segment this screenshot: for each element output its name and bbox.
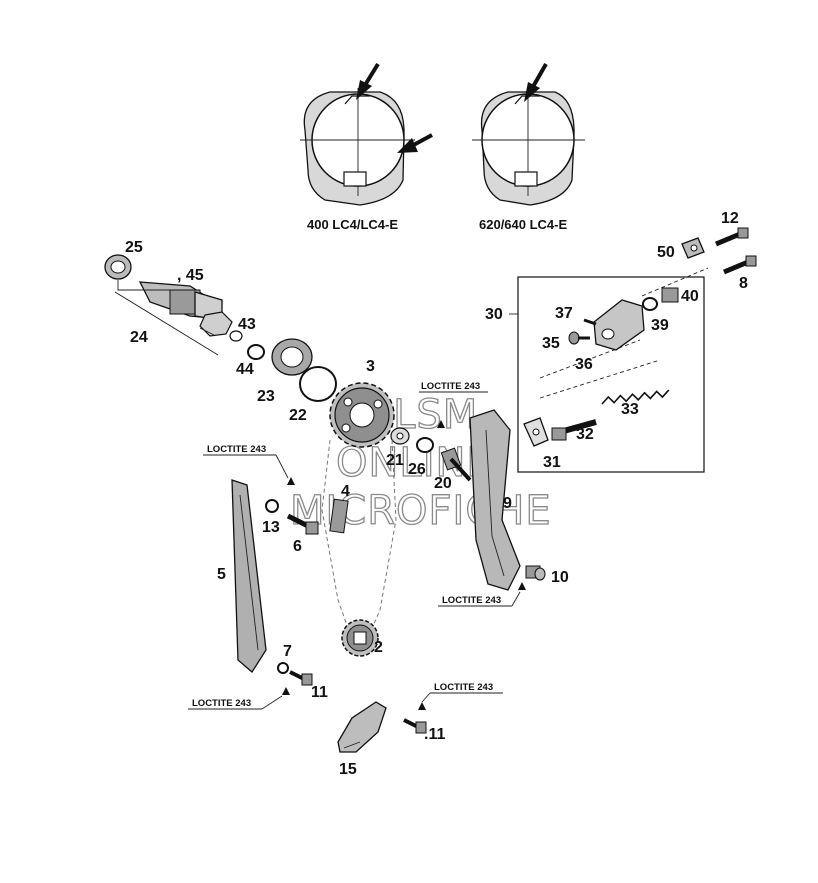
part-number-35: 35 xyxy=(542,335,560,352)
arrow-icon xyxy=(356,62,380,100)
o-ring-39 xyxy=(642,297,658,311)
part-number-22: 22 xyxy=(289,407,307,424)
part-number-6: 6 xyxy=(293,538,302,555)
guide-rail-9 xyxy=(469,409,521,591)
part-number-33: 33 xyxy=(621,401,639,418)
loctite-drop-icon xyxy=(418,702,426,710)
part-number-3: 3 xyxy=(366,358,375,375)
timing-chain-4 xyxy=(321,439,397,629)
part-number-40: 40 xyxy=(681,288,699,305)
loctite-label-left: LOCTITE 243 xyxy=(203,444,289,479)
loctite-drop-icon xyxy=(518,582,526,590)
svg-text:LOCTITE 243: LOCTITE 243 xyxy=(421,381,480,392)
part-number-39: 39 xyxy=(651,317,669,334)
chain-link-4 xyxy=(329,498,349,534)
part-number-15: 15 xyxy=(339,761,357,778)
part-number-44: 44 xyxy=(236,361,254,378)
part-number-2: 2 xyxy=(374,639,383,656)
ball-bearing-23 xyxy=(271,338,313,376)
tensioner-rail-5 xyxy=(231,479,267,673)
tensioner-assembly-box xyxy=(517,276,705,473)
part-number-4: 4 xyxy=(341,483,350,500)
nut-43 xyxy=(199,311,233,337)
loctite-drop-icon xyxy=(282,687,290,695)
part-number-13: 13 xyxy=(262,519,280,536)
crank-sprocket-2 xyxy=(341,619,379,657)
loctite-label-lower-left: LOCTITE 243 xyxy=(188,695,283,710)
chain-guide-15 xyxy=(337,701,387,753)
bolt-6 xyxy=(286,513,319,535)
loctite-drop-icon xyxy=(437,420,445,428)
part-number-45: , 45 xyxy=(177,267,204,284)
part-number-9: 9 xyxy=(503,495,512,512)
part-number-8: 8 xyxy=(739,275,748,292)
bracket-50 xyxy=(681,237,705,259)
svg-text:LOCTITE 243: LOCTITE 243 xyxy=(434,682,493,693)
cam-detail-400 xyxy=(300,88,415,206)
part-number-23: 23 xyxy=(257,388,275,405)
part-number-43: 43 xyxy=(238,316,256,333)
spring-33 xyxy=(601,389,670,405)
caption-620: 620/640 LC4-E xyxy=(479,217,567,232)
part-number-37: 37 xyxy=(555,305,573,322)
watermark-line-3: MICROFICHE xyxy=(290,488,552,534)
needle-bearing-25 xyxy=(104,254,132,280)
part-number-5: 5 xyxy=(217,566,226,583)
screw-35 xyxy=(568,331,590,345)
circlip-44 xyxy=(247,344,265,360)
arrow-icon xyxy=(524,63,548,102)
bolt-20 xyxy=(440,447,472,482)
loctite-label-cam: LOCTITE 243 xyxy=(419,381,488,393)
part-number-12: 12 xyxy=(721,210,739,227)
part-number-32: 32 xyxy=(576,426,594,443)
part-number-31: 31 xyxy=(543,454,561,471)
washer-7 xyxy=(277,662,289,674)
part-number-30: 30 xyxy=(485,306,503,323)
loctite-label-guide: LOCTITE 243 xyxy=(438,591,521,607)
washer-43 xyxy=(229,330,243,342)
plunger-32 xyxy=(551,419,597,441)
svg-text:LOCTITE 243: LOCTITE 243 xyxy=(192,698,251,709)
loctite-label-lower-right: LOCTITE 243 xyxy=(421,682,503,703)
part-number-7: 7 xyxy=(283,643,292,660)
loctite-drop-icon xyxy=(287,477,295,485)
part-number-26: 26 xyxy=(408,461,426,478)
part-number-24: 24 xyxy=(130,329,148,346)
svg-text:LOCTITE 243: LOCTITE 243 xyxy=(207,444,266,455)
part-number-10: 10 xyxy=(551,569,569,586)
gasket-31 xyxy=(523,417,549,447)
bolt-10 xyxy=(525,565,546,581)
bolt-11-lower-right xyxy=(403,718,427,734)
cam-detail-620 xyxy=(472,88,585,206)
caption-400: 400 LC4/LC4-E xyxy=(307,217,398,232)
arrow-icon xyxy=(397,133,433,153)
part-number-20: 20 xyxy=(434,475,452,492)
part-number-25: 25 xyxy=(125,239,143,256)
part-number-36: 36 xyxy=(575,356,593,373)
part-number-50: 50 xyxy=(657,244,675,261)
washer-26 xyxy=(416,437,434,453)
part-number-11-right: .11 xyxy=(424,726,445,743)
part-number-21: 21 xyxy=(386,452,404,469)
svg-text:LOCTITE 243: LOCTITE 243 xyxy=(442,595,501,606)
part-number-11-left: 11 xyxy=(311,684,328,701)
bolt-12 xyxy=(715,227,749,247)
washer-13 xyxy=(265,499,279,513)
bolt-11-lower-left xyxy=(289,670,313,686)
o-ring-22 xyxy=(299,366,337,402)
cam-sprocket-3 xyxy=(329,382,395,448)
bolt-8 xyxy=(723,255,757,275)
washer-21 xyxy=(390,427,410,445)
plug-40 xyxy=(661,287,679,303)
pin-37 xyxy=(583,318,597,326)
tensioner-housing-36 xyxy=(593,299,645,351)
